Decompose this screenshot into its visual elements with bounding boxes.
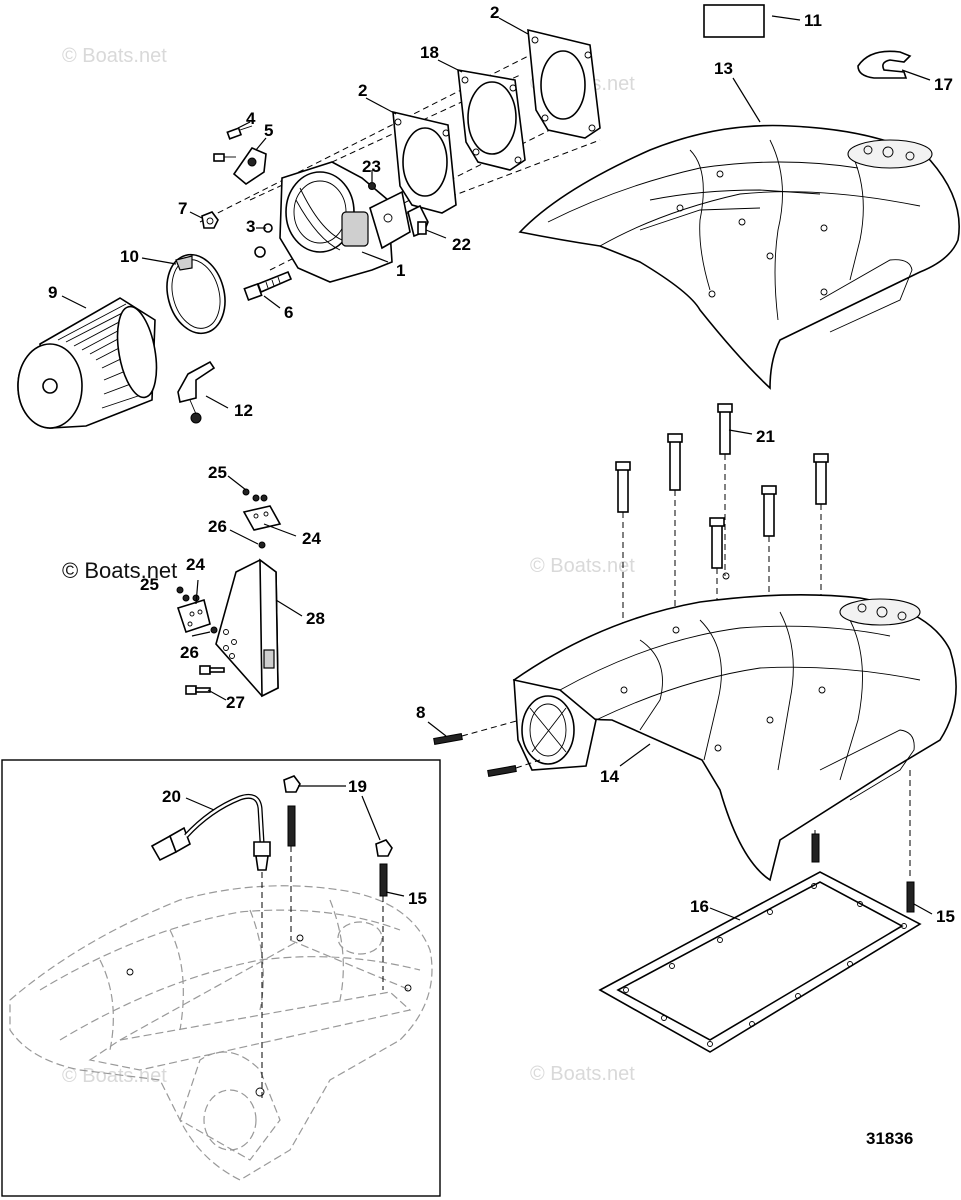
nut-3: [254, 223, 273, 258]
bolt-6: [243, 270, 293, 302]
watermark-bottom-left: © Boats.net: [62, 1065, 167, 1087]
watermark-bottom-right: © Boats.net: [530, 1063, 635, 1085]
studs-8: [433, 719, 541, 777]
callout-25-top: 25: [208, 463, 227, 482]
screw-4: [226, 125, 253, 140]
screw-small: [213, 153, 236, 162]
callout-13: 13: [714, 59, 733, 78]
nut-23: [368, 182, 376, 190]
callout-5: 5: [264, 121, 273, 140]
nut-7: [201, 211, 219, 229]
bracket-24-top: [242, 505, 282, 531]
callout-7: 7: [178, 199, 187, 218]
callout-18: 18: [420, 43, 439, 62]
gasket-16: [598, 871, 922, 1053]
bracket-12: [177, 360, 216, 424]
callout-1: 1: [396, 261, 405, 280]
watermark-mid-right: © Boats.net: [530, 555, 635, 577]
bolt-27: [185, 665, 225, 695]
callout-26-left: 26: [180, 643, 199, 662]
fitting-22: [407, 204, 429, 238]
callout-11: 11: [804, 11, 822, 30]
callout-3: 3: [246, 217, 255, 236]
cover-top-13: [518, 124, 960, 390]
stud-15-inset-right: [379, 863, 388, 990]
callout-24-left: 24: [186, 555, 205, 574]
diagram-number: 31836: [866, 1129, 913, 1148]
callout-27: 27: [226, 693, 245, 712]
callout-4: 4: [246, 109, 256, 128]
gasket-rear: [527, 28, 601, 139]
support-bracket-28: [215, 558, 279, 698]
nut-19-right: [375, 839, 393, 857]
clip-17: [857, 50, 912, 79]
callout-24-top: 24: [302, 529, 321, 548]
callout-25-left: 25: [140, 575, 159, 594]
nut-26-left: [210, 626, 218, 634]
nut-19-left: [283, 775, 301, 793]
callout-15-right: 15: [936, 907, 955, 926]
watermark-mid-left: © Boats.net: [62, 558, 177, 583]
gasket-front: [392, 110, 457, 214]
decal-label-11: [703, 4, 765, 38]
nut-26-top: [258, 541, 266, 549]
callout-8: 8: [416, 703, 425, 722]
callout-21: 21: [756, 427, 775, 446]
callout-19: 19: [348, 777, 367, 796]
callout-28: 28: [306, 609, 325, 628]
callout-23: 23: [362, 157, 381, 176]
callout-6: 6: [284, 303, 293, 322]
callout-9: 9: [48, 283, 57, 302]
callout-16: 16: [690, 897, 709, 916]
bracket-24-left: [176, 598, 211, 634]
callout-14: 14: [600, 767, 619, 786]
callout-22: 22: [452, 235, 471, 254]
bolt-25-left: [176, 586, 200, 602]
callout-2-mid: 2: [358, 81, 367, 100]
throttle-position-sensor: [232, 147, 267, 185]
air-filter: [17, 297, 158, 429]
inset-frame: [1, 759, 441, 1197]
throttle-body: [279, 161, 411, 283]
callout-2-top: 2: [490, 3, 499, 22]
leader-lines: [61, 15, 933, 921]
spacer-plate: [457, 69, 526, 171]
callout-10: 10: [120, 247, 139, 266]
sensor-harness-20: [150, 793, 271, 1100]
callout-labels: 2 11 18 13 17 2 4 5 23 7 3 22 10 1 9 6 1…: [48, 3, 955, 1148]
stud-15-inset-left: [287, 805, 296, 940]
callout-15-inset: 15: [408, 889, 427, 908]
callout-20: 20: [162, 787, 181, 806]
intake-housing-14: [512, 572, 957, 882]
callout-26-top: 26: [208, 517, 227, 536]
callout-12: 12: [234, 401, 253, 420]
callout-17: 17: [934, 75, 953, 94]
watermark-top-left: © Boats.net: [62, 45, 167, 67]
clamp-ring: [166, 253, 226, 335]
bolts-21: [615, 403, 829, 569]
inset-housing-ghost: [9, 885, 433, 1181]
studs-15-right: [811, 770, 915, 913]
bolt-25-top: [242, 488, 268, 502]
